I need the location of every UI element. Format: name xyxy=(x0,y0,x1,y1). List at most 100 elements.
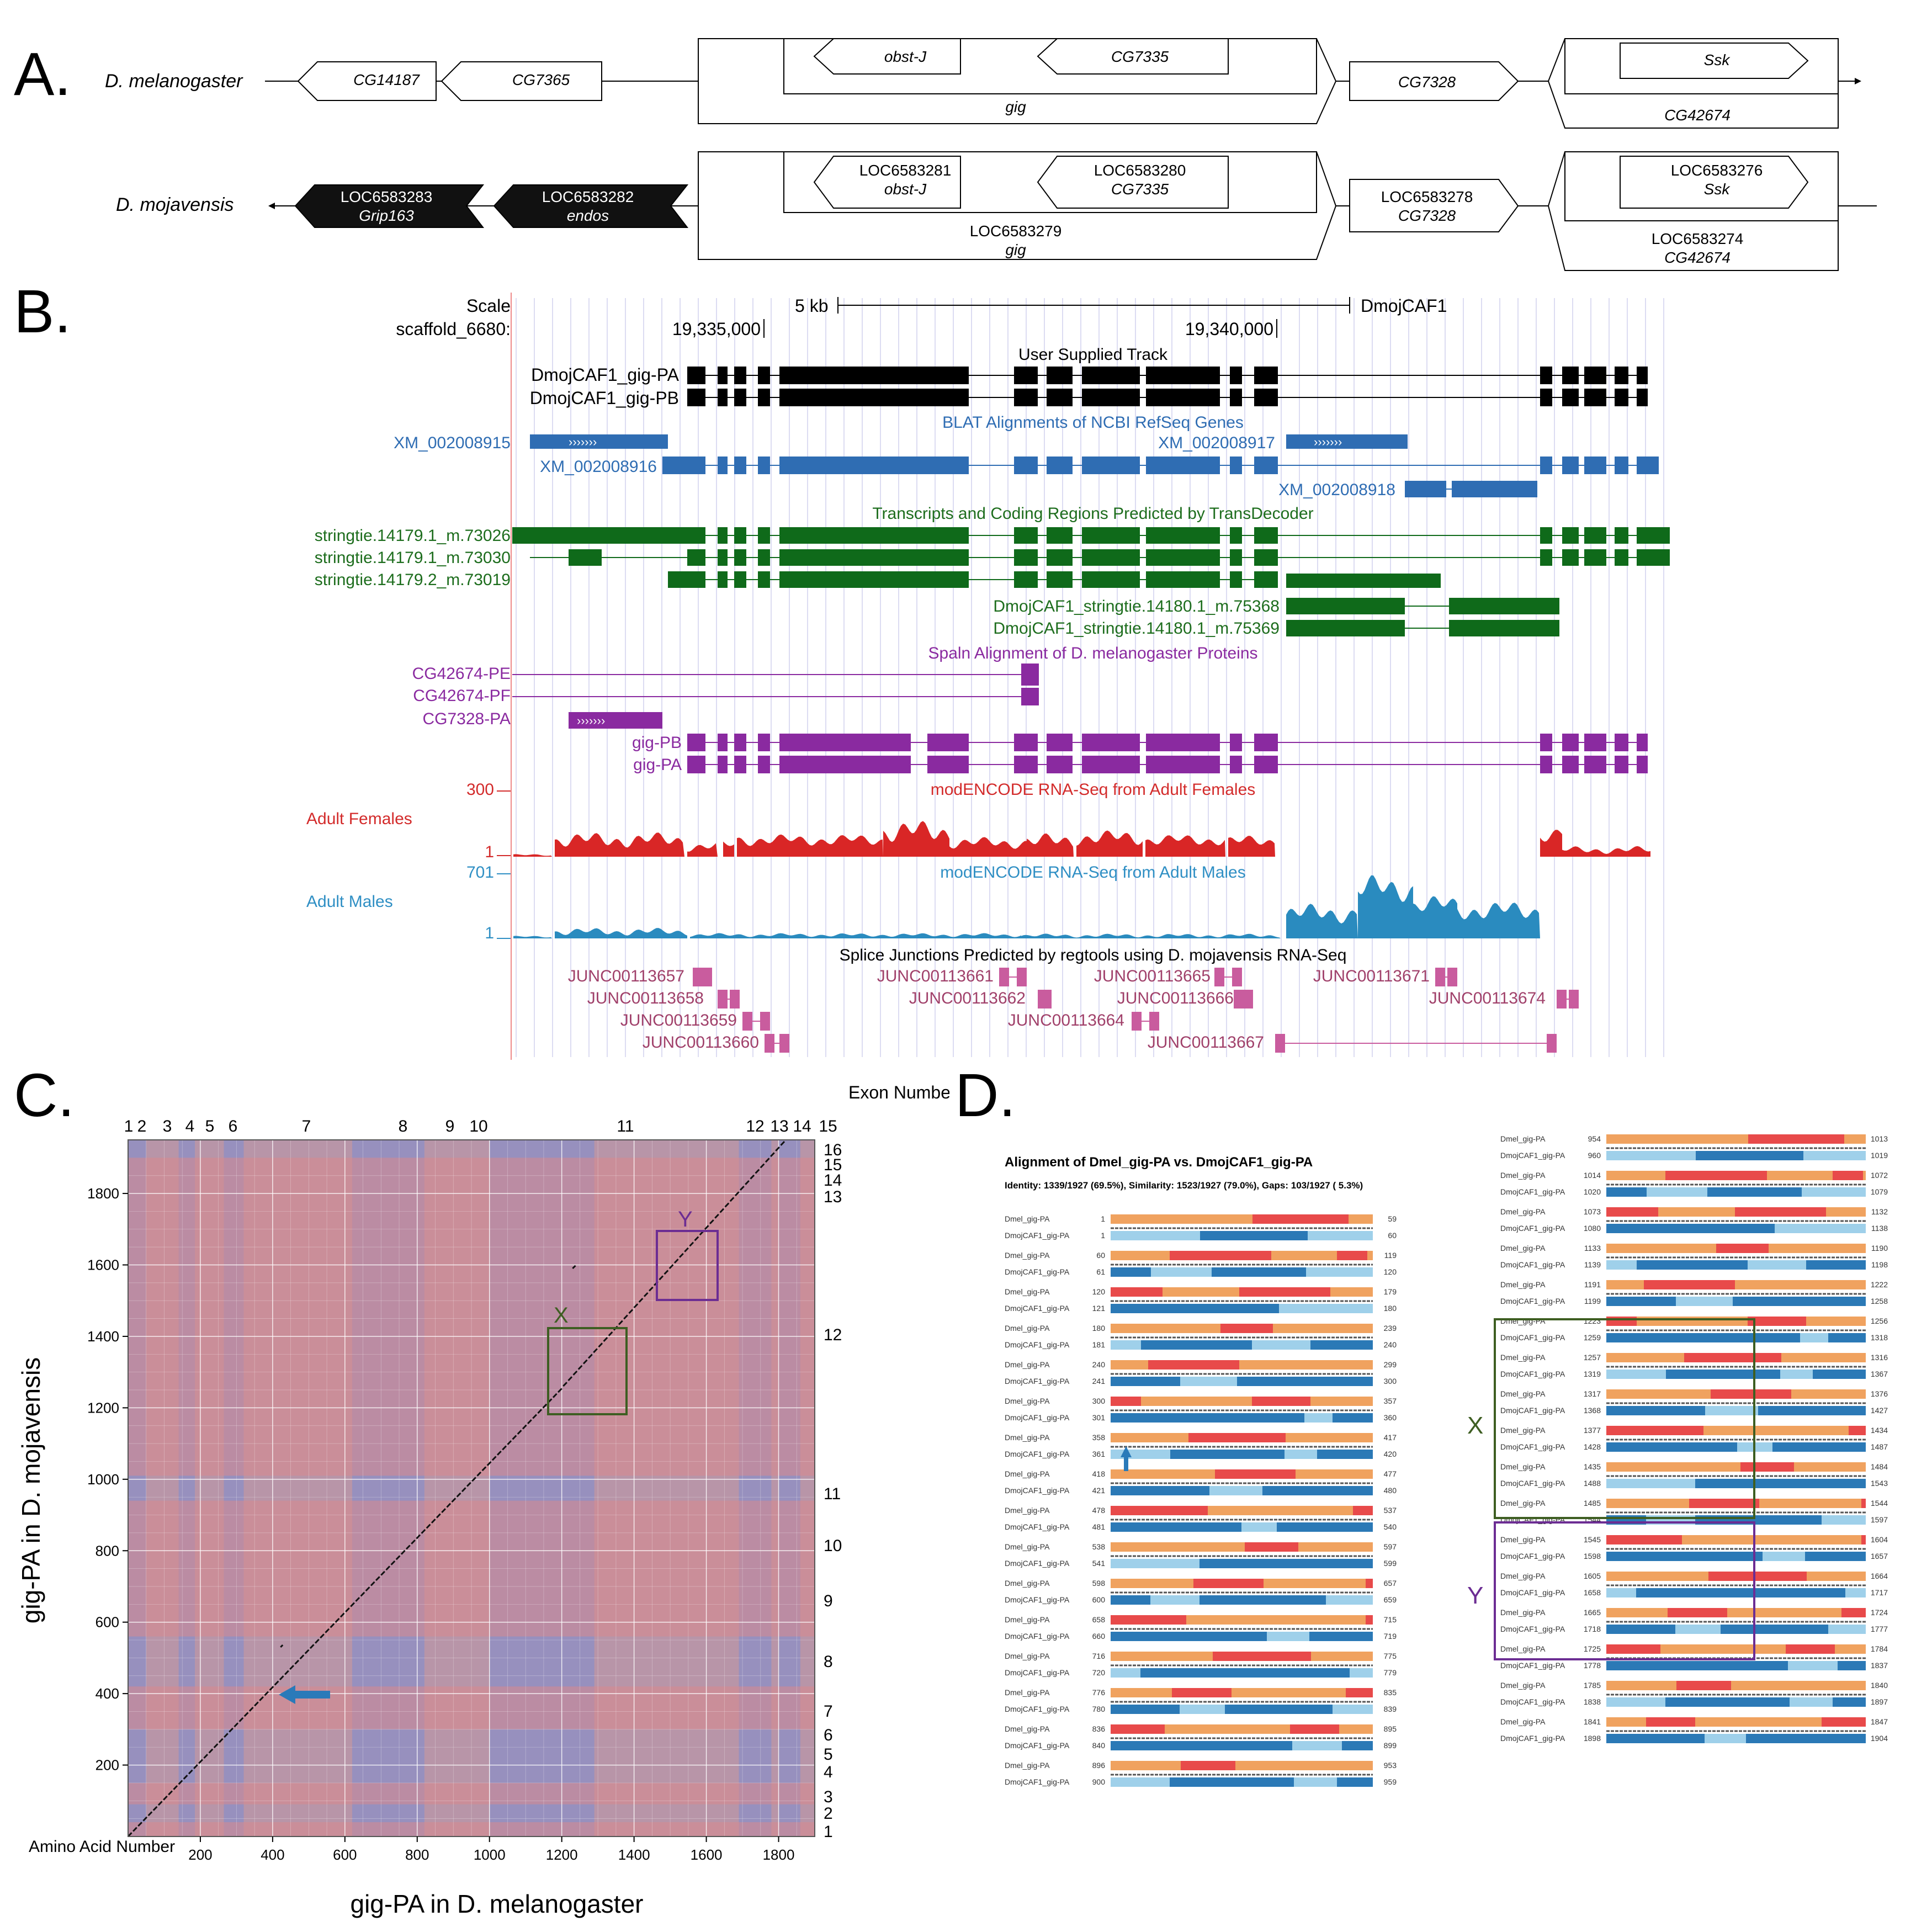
junction-feature xyxy=(742,1012,770,1031)
junction-block xyxy=(742,1012,752,1031)
residue-block xyxy=(1838,1661,1866,1670)
track-label-cg42674pf: CG42674-PF xyxy=(413,687,511,705)
exon-block xyxy=(687,549,705,566)
seq-name-moj: DmojCAF1_gig-PA xyxy=(1500,1297,1565,1305)
seq-name-moj: DmojCAF1_gig-PA xyxy=(1005,1632,1070,1641)
seq-name-mel: Dmel_gig-PA xyxy=(1005,1214,1050,1223)
residue-block xyxy=(1820,1406,1866,1415)
residue-block xyxy=(1790,1697,1833,1707)
exon-block xyxy=(569,712,662,729)
seq-end-moj: 240 xyxy=(1384,1340,1397,1349)
seq-start-mel: 478 xyxy=(1092,1506,1106,1515)
panel-a-label: A. xyxy=(14,40,71,108)
exon-block xyxy=(758,756,770,773)
residue-block xyxy=(1675,1625,1721,1634)
residue-block xyxy=(1201,1542,1245,1552)
seq-end-moj: 1427 xyxy=(1871,1406,1888,1415)
residue-block xyxy=(1606,1697,1665,1707)
exon-block xyxy=(1230,756,1242,773)
seq-end-moj: 1717 xyxy=(1871,1588,1888,1597)
seq-end-moj: 599 xyxy=(1384,1559,1397,1568)
exon-number-word: Exon Number xyxy=(848,1082,949,1102)
residue-block xyxy=(1190,1632,1267,1641)
residue-block xyxy=(1673,1134,1748,1144)
residue-block xyxy=(1219,1741,1292,1750)
user-track-features xyxy=(687,367,1648,406)
residue-block xyxy=(1728,1151,1803,1160)
residue-block xyxy=(1695,1479,1804,1488)
junction-block xyxy=(1149,1012,1159,1031)
seq-end-moj: 1543 xyxy=(1871,1479,1888,1488)
exon-block xyxy=(779,389,969,406)
y-exon-number: 6 xyxy=(824,1726,833,1744)
exon-block xyxy=(734,756,746,773)
seq-name-mel: Dmel_gig-PA xyxy=(1500,1389,1546,1398)
residue-block xyxy=(1828,1625,1866,1634)
gene-label: CG14187 xyxy=(353,71,420,88)
junction-feature xyxy=(1132,1012,1159,1031)
residue-block xyxy=(1346,1688,1373,1697)
gene-name: CG7335 xyxy=(1111,181,1169,198)
x-exon-number: 4 xyxy=(185,1117,195,1135)
seq-name-mel: Dmel_gig-PA xyxy=(1500,1681,1546,1690)
seq-start-mel: 1485 xyxy=(1584,1499,1601,1508)
males-coverage xyxy=(513,875,1540,938)
seq-start-moj: 1368 xyxy=(1584,1406,1601,1415)
seq-end-moj: 899 xyxy=(1384,1741,1397,1750)
track-title-males: modENCODE RNA-Seq from Adult Males xyxy=(940,863,1246,882)
seq-name-mel: Dmel_gig-PA xyxy=(1005,1397,1050,1405)
seq-name-mel: Dmel_gig-PA xyxy=(1005,1688,1050,1697)
seq-end-moj: 1019 xyxy=(1871,1151,1888,1160)
exon-band-y xyxy=(128,1782,815,1804)
residue-block xyxy=(1271,1251,1294,1260)
residue-block xyxy=(1180,1705,1225,1714)
residue-block xyxy=(1844,1134,1866,1144)
exon-block xyxy=(1637,756,1648,773)
seq-name-moj: DmojCAF1_gig-PA xyxy=(1500,1697,1565,1706)
user-gene-pb xyxy=(687,389,1648,406)
residue-block xyxy=(1647,1187,1707,1197)
exon-block xyxy=(1230,527,1242,544)
seq-name-mel: Dmel_gig-PA xyxy=(1500,1426,1546,1435)
residue-block xyxy=(1606,1717,1646,1727)
exon-block xyxy=(718,734,728,751)
assembly-label: DmojCAF1 xyxy=(1361,296,1447,316)
residue-block xyxy=(1828,1333,1866,1342)
exon-block xyxy=(1449,598,1559,614)
residue-block xyxy=(1337,1251,1367,1260)
residue-block xyxy=(1786,1644,1835,1654)
user-gene-pa xyxy=(687,367,1648,384)
residue-block xyxy=(1239,1287,1330,1297)
seq-end-moj: 360 xyxy=(1384,1413,1397,1422)
females-coverage xyxy=(513,821,1650,857)
residue-block xyxy=(1200,1231,1233,1240)
junction-block xyxy=(1435,968,1445,986)
residue-block xyxy=(1246,1668,1350,1678)
residue-block xyxy=(1158,1761,1181,1770)
track-label-gigpa: gig-PA xyxy=(633,756,682,774)
exon-block xyxy=(1047,549,1073,566)
y-exon-number: 15 xyxy=(824,1156,842,1174)
seq-end-mel: 1132 xyxy=(1871,1207,1888,1216)
exon-block xyxy=(1540,389,1552,406)
gene-label: gig xyxy=(1005,98,1026,115)
residue-block xyxy=(1606,1224,1686,1233)
exon-block xyxy=(1230,549,1242,566)
exon-block xyxy=(1562,756,1579,773)
arrow-indicator xyxy=(279,1685,330,1704)
seq-start-mel: 598 xyxy=(1092,1579,1106,1588)
residue-block xyxy=(1310,1397,1373,1406)
seq-start-moj: 241 xyxy=(1092,1377,1106,1386)
y-exon-number: 7 xyxy=(824,1702,833,1721)
box-x-region-label: X xyxy=(1467,1412,1483,1439)
residue-block xyxy=(1195,1450,1285,1459)
seq-name-mel: Dmel_gig-PA xyxy=(1005,1652,1050,1660)
td-75369 xyxy=(1286,620,1559,636)
residue-block xyxy=(1767,1697,1790,1707)
box-x-region xyxy=(1494,1318,1755,1519)
seq-name-moj: DmojCAF1_gig-PA xyxy=(1005,1559,1070,1568)
exon-block xyxy=(758,527,770,544)
residue-block xyxy=(1111,1741,1219,1750)
junction-feature xyxy=(1234,990,1253,1009)
